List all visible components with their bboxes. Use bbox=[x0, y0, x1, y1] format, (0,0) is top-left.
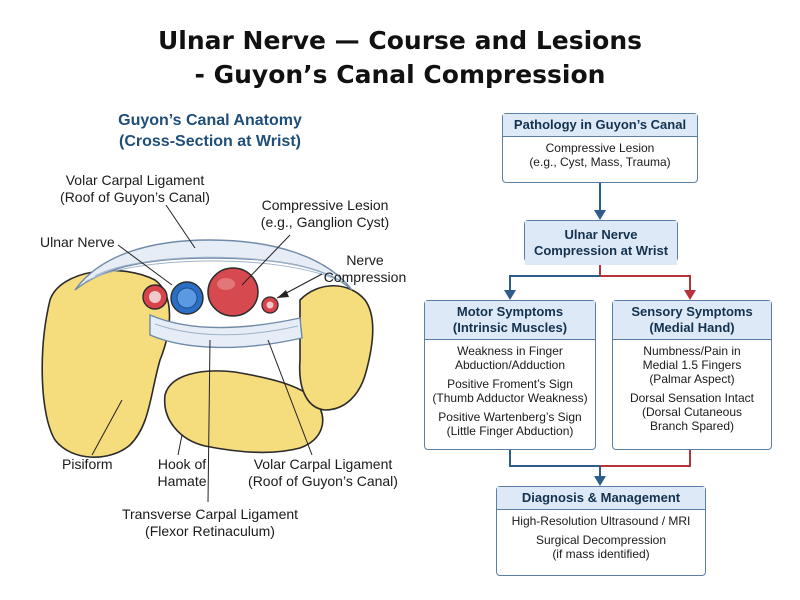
label-transverse-carpal-ligament: Transverse Carpal Ligament (Flexor Retin… bbox=[105, 506, 315, 540]
sensory-body: Numbness/Pain in Medial 1.5 Fingers (Pal… bbox=[613, 340, 771, 442]
label-volar-roof-bottom-line-1: Volar Carpal Ligament bbox=[253, 456, 393, 472]
label-nerve-compression: Nerve Compression bbox=[315, 252, 415, 286]
diagnosis-body: High-Resolution Ultrasound / MRI Surgica… bbox=[497, 510, 705, 570]
title-line-1: Ulnar Nerve — Course and Lesions bbox=[157, 26, 643, 55]
pathology-box: Pathology in Guyon’s Canal Compressive L… bbox=[502, 113, 698, 183]
diagnosis-item-2-line-1: Surgical Decompression bbox=[535, 533, 667, 547]
anatomy-heading-line-2: (Cross-Section at Wrist) bbox=[119, 133, 301, 150]
diagnosis-heading-text: Diagnosis & Management bbox=[521, 490, 681, 505]
diagnosis-item-1: High-Resolution Ultrasound / MRI bbox=[511, 514, 691, 528]
label-hook-of-hamate: Hook of Hamate bbox=[150, 456, 214, 490]
label-transverse-line-1: Transverse Carpal Ligament bbox=[121, 506, 299, 522]
label-volar-roof-bottom-line-2: (Roof of Guyon’s Canal) bbox=[248, 473, 398, 489]
sensory-heading-line-1: Sensory Symptoms bbox=[631, 304, 753, 319]
sensory-item: Numbness/Pain in Medial 1.5 Fingers (Pal… bbox=[617, 344, 767, 386]
sensory-item-2-line-3: Branch Spared) bbox=[649, 419, 735, 433]
anatomy-heading: Guyon’s Canal Anatomy (Cross-Section at … bbox=[80, 110, 340, 152]
label-compressive-lesion-line-1: Compressive Lesion bbox=[261, 197, 389, 213]
diagnosis-box: Diagnosis & Management High-Resolution U… bbox=[496, 486, 706, 576]
motor-heading-line-2: (Intrinsic Muscles) bbox=[452, 320, 568, 335]
label-compressive-lesion: Compressive Lesion (e.g., Ganglion Cyst) bbox=[245, 197, 405, 231]
sensory-item-1-line-1: Numbness/Pain in bbox=[643, 344, 741, 358]
page-title: Ulnar Nerve — Course and Lesions - Guyon… bbox=[0, 24, 800, 92]
sensory-heading-line-2: (Medial Hand) bbox=[649, 320, 735, 335]
pathology-body-line-1: Compressive Lesion bbox=[545, 141, 655, 155]
motor-item-2-line-2: (Thumb Adductor Weakness) bbox=[432, 391, 588, 405]
motor-heading: Motor Symptoms (Intrinsic Muscles) bbox=[425, 301, 595, 340]
sensory-item-2-line-2: (Dorsal Cutaneous bbox=[641, 405, 743, 419]
title-line-2: - Guyon’s Canal Compression bbox=[194, 60, 606, 89]
sensory-heading: Sensory Symptoms (Medial Hand) bbox=[613, 301, 771, 340]
sensory-symptoms-box: Sensory Symptoms (Medial Hand) Numbness/… bbox=[612, 300, 772, 450]
motor-body: Weakness in Finger Abduction/Adduction P… bbox=[425, 340, 595, 447]
label-ulnar-nerve-text: Ulnar Nerve bbox=[40, 234, 115, 250]
label-nerve-compression-line-1: Nerve bbox=[346, 252, 384, 268]
motor-symptoms-box: Motor Symptoms (Intrinsic Muscles) Weakn… bbox=[424, 300, 596, 450]
sensory-item-1-line-3: (Palmar Aspect) bbox=[649, 372, 735, 386]
sensory-item: Dorsal Sensation Intact (Dorsal Cutaneou… bbox=[617, 391, 767, 433]
label-volar-roof-bottom: Volar Carpal Ligament (Roof of Guyon’s C… bbox=[238, 456, 408, 490]
label-ulnar-nerve: Ulnar Nerve bbox=[40, 234, 115, 251]
compression-line-2: Compression at Wrist bbox=[533, 243, 669, 258]
hamate-bone bbox=[163, 370, 324, 454]
label-volar-roof-top-line-2: (Roof of Guyon’s Canal) bbox=[60, 189, 210, 205]
label-pisiform-text: Pisiform bbox=[62, 456, 113, 472]
motor-item: Positive Froment’s Sign (Thumb Adductor … bbox=[429, 377, 591, 405]
label-compressive-lesion-line-2: (e.g., Ganglion Cyst) bbox=[260, 214, 390, 230]
label-transverse-line-2: (Flexor Retinaculum) bbox=[145, 523, 275, 539]
pathology-item: Compressive Lesion (e.g., Cyst, Mass, Tr… bbox=[507, 141, 693, 169]
diagnosis-item: High-Resolution Ultrasound / MRI bbox=[501, 514, 701, 528]
pisiform-bone bbox=[41, 269, 171, 458]
label-hook-of-hamate-line-1: Hook of bbox=[157, 456, 207, 472]
diagnosis-heading: Diagnosis & Management bbox=[497, 487, 705, 510]
sensory-item-1-line-2: Medial 1.5 Fingers bbox=[642, 358, 742, 372]
compression-line-1: Ulnar Nerve bbox=[564, 227, 638, 242]
compression-heading: Ulnar Nerve Compression at Wrist bbox=[525, 221, 677, 265]
pathology-heading-text: Pathology in Guyon’s Canal bbox=[513, 117, 687, 132]
motor-item-3-line-1: Positive Wartenberg’s Sign bbox=[438, 410, 582, 424]
label-volar-roof-top: Volar Carpal Ligament (Roof of Guyon’s C… bbox=[55, 172, 215, 206]
label-pisiform: Pisiform bbox=[62, 456, 113, 473]
pathology-body-line-2: (e.g., Cyst, Mass, Trauma) bbox=[529, 155, 671, 169]
volar-carpal-ligament bbox=[74, 239, 353, 291]
diagnosis-item: Surgical Decompression (if mass identifi… bbox=[501, 533, 701, 561]
pathology-body: Compressive Lesion (e.g., Cyst, Mass, Tr… bbox=[503, 137, 697, 178]
motor-heading-line-1: Motor Symptoms bbox=[456, 304, 564, 319]
anatomy-heading-line-1: Guyon’s Canal Anatomy bbox=[118, 112, 302, 129]
motor-item-3-line-2: (Little Finger Abduction) bbox=[446, 424, 574, 438]
motor-item: Positive Wartenberg’s Sign (Little Finge… bbox=[429, 410, 591, 438]
compression-box: Ulnar Nerve Compression at Wrist bbox=[524, 220, 678, 265]
motor-item-2-line-1: Positive Froment’s Sign bbox=[447, 377, 573, 391]
hook-of-hamate-bone bbox=[298, 284, 374, 411]
sensory-item-2-line-1: Dorsal Sensation Intact bbox=[629, 391, 755, 405]
label-hook-of-hamate-line-2: Hamate bbox=[157, 473, 207, 489]
diagnosis-item-2-line-2: (if mass identified) bbox=[552, 547, 650, 561]
transverse-carpal-ligament bbox=[149, 313, 303, 349]
label-nerve-compression-line-2: Compression bbox=[323, 269, 407, 285]
motor-item-1-line-1: Weakness in Finger bbox=[457, 344, 563, 358]
motor-item: Weakness in Finger Abduction/Adduction bbox=[429, 344, 591, 372]
motor-item-1-line-2: Abduction/Adduction bbox=[454, 358, 566, 372]
label-volar-roof-top-line-1: Volar Carpal Ligament bbox=[65, 172, 205, 188]
pathology-heading: Pathology in Guyon’s Canal bbox=[503, 114, 697, 137]
